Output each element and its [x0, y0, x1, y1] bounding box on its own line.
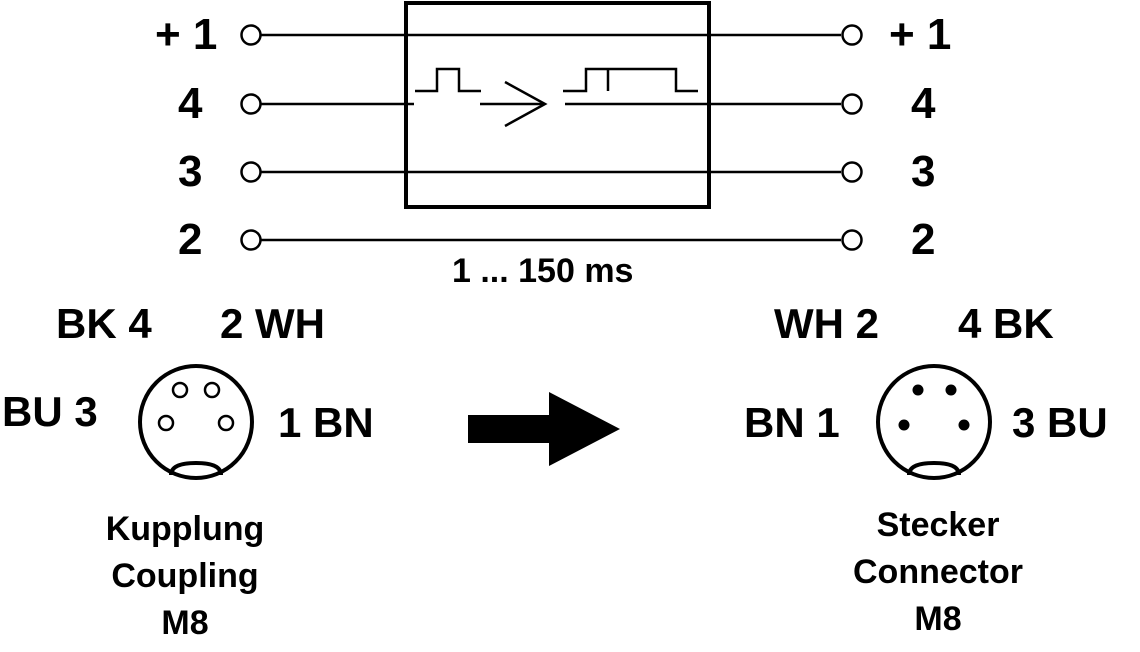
coupling-caption-size: M8 — [161, 603, 209, 642]
m8-coupling-socket-icon — [138, 364, 254, 480]
coupling-caption-de: Kupplung — [105, 510, 265, 548]
connector-caption: Stecker Connector M8 — [818, 502, 1058, 643]
pulse-extender-symbol — [415, 67, 698, 128]
terminal-label-left-3: 3 — [178, 147, 203, 196]
terminal-label-right-4: 4 — [911, 79, 936, 128]
left-terminal-circles — [240, 24, 262, 251]
terminal-label-left-4: 4 — [178, 79, 203, 128]
connector-caption-en: Connector — [853, 552, 1023, 591]
terminal-label-left-1: + 1 — [155, 10, 218, 59]
terminal-circle-right-4 — [841, 93, 863, 115]
coupling-pin-top-right: 2 WH — [220, 300, 325, 347]
right-terminal-circles — [841, 24, 863, 251]
connector-caption-de: Stecker — [876, 506, 1000, 544]
terminal-circle-left-4 — [240, 93, 262, 115]
coupling-pin-right: 1 BN — [278, 399, 374, 446]
terminal-circle-right-2 — [841, 229, 863, 251]
connector-pin-top-left: WH 2 — [774, 300, 879, 347]
coupling-caption: Kupplung Coupling M8 — [70, 506, 300, 647]
terminal-circle-left-3 — [240, 161, 262, 183]
connector-pin-top-right: 4 BK — [958, 300, 1054, 347]
terminal-circle-right-3 — [841, 161, 863, 183]
pulse-duration-label: 1 ... 150 ms — [452, 252, 634, 290]
terminal-circle-right-1 — [841, 24, 863, 46]
connector-caption-size: M8 — [914, 599, 962, 638]
terminal-circle-left-1 — [240, 24, 262, 46]
terminal-circle-left-2 — [240, 229, 262, 251]
coupling-pin-top-left: BK 4 — [56, 300, 152, 347]
terminal-label-right-2: 2 — [911, 215, 936, 264]
connector-pin-right: 3 BU — [1012, 399, 1108, 446]
terminal-label-left-2: 2 — [178, 215, 203, 264]
m8-connector-plug-icon — [876, 364, 992, 480]
terminal-label-right-1: + 1 — [889, 10, 952, 59]
terminal-label-right-3: 3 — [911, 147, 936, 196]
direction-arrow-icon — [468, 392, 620, 466]
coupling-pin-left: BU 3 — [2, 388, 98, 435]
coupling-caption-en: Coupling — [111, 556, 259, 595]
connector-pin-left: BN 1 — [744, 399, 840, 446]
